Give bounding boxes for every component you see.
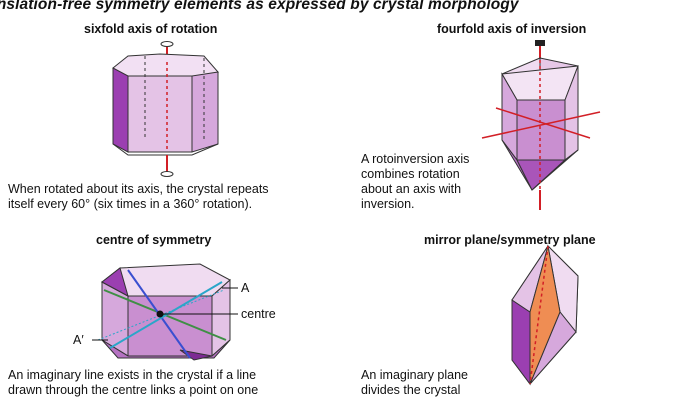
centre-caption-line2: drawn through the centre links a point o… [8, 383, 259, 397]
sixfold-heading: sixfold axis of rotation [84, 22, 218, 36]
sixfold-caption-line2: itself every 60° (six times in a 360° ro… [8, 197, 253, 211]
page-title: ranslation-free symmetry elements as exp… [0, 0, 519, 13]
centre-heading: centre of symmetry [96, 233, 212, 247]
sixfold-caption: When rotated about its axis, the crystal… [8, 182, 269, 212]
mirror-caption-line1: An imaginary plane [361, 368, 469, 382]
fourfold-caption-line3: about an axis with [361, 182, 462, 196]
centre-caption-line1: An imaginary line exists in the crystal … [8, 368, 257, 382]
label-centre: centre [241, 307, 276, 321]
fourfold-heading: fourfold axis of inversion [437, 22, 587, 36]
fourfold-crystal [481, 40, 601, 210]
centre-crystal [92, 263, 238, 361]
fourfold-caption-line4: inversion. [361, 197, 415, 211]
mirror-heading: mirror plane/symmetry plane [424, 233, 596, 247]
fourfold-caption: A rotoinversion axis combines rotation a… [361, 152, 469, 212]
label-a-prime: A′ [73, 333, 84, 347]
fourfold-caption-line1: A rotoinversion axis [361, 152, 470, 166]
fourfold-caption-line2: combines rotation [361, 167, 460, 181]
mirror-caption: An imaginary plane divides the crystal [361, 368, 468, 398]
sixfold-caption-line1: When rotated about its axis, the crystal… [8, 182, 269, 196]
centre-caption: An imaginary line exists in the crystal … [8, 368, 258, 398]
mirror-caption-line2: divides the crystal [361, 383, 461, 397]
sixfold-crystal [112, 41, 219, 177]
label-a: A [241, 281, 250, 295]
mirror-crystal [511, 244, 579, 386]
